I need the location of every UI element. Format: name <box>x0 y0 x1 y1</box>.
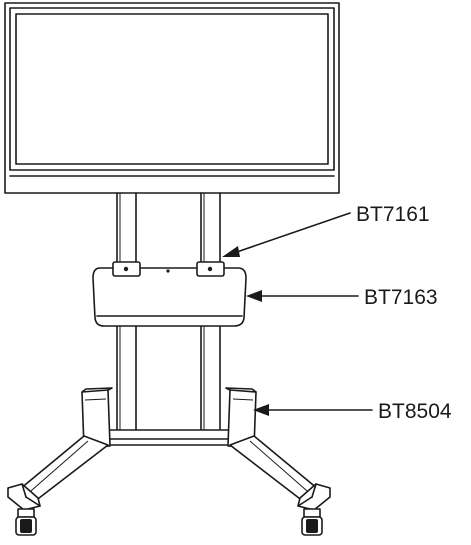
callout-bt8504: BT8504 <box>253 400 452 423</box>
trolley-base <box>7 387 331 536</box>
display-screen <box>4 2 340 194</box>
left-caster-wheel <box>15 508 37 536</box>
upright-poles <box>116 192 221 438</box>
callout-label-bt7161: BT7161 <box>356 203 430 226</box>
callout-label-bt7163: BT7163 <box>364 286 438 309</box>
right-caster-wheel <box>301 508 323 536</box>
callout-label-bt8504: BT8504 <box>378 400 452 423</box>
callout-bt7163: BT7163 <box>246 286 438 309</box>
accessory-shelf <box>92 261 247 327</box>
callout-bt7161: BT7161 <box>222 203 430 257</box>
